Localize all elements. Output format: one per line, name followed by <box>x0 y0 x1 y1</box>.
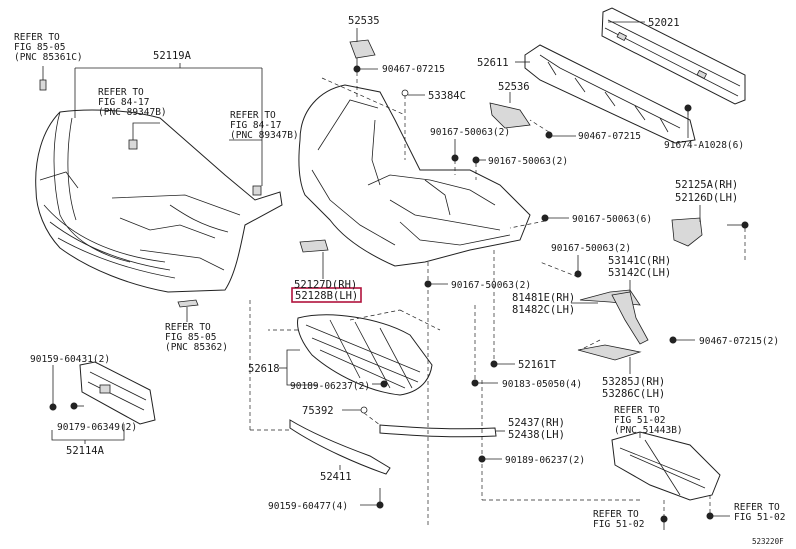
clip-90167-c-icon <box>541 214 549 222</box>
reference-lines <box>249 72 746 528</box>
leader-lines <box>42 21 742 530</box>
label-refer-84-17-a-l1: REFER TO <box>98 87 144 98</box>
clip-85362-icon <box>177 299 199 308</box>
label-refer-85-05-a-l2: FIG 85-05 <box>14 42 65 53</box>
label-90167-50063-2a: 90167-50063(2) <box>430 127 510 138</box>
label-52114a: 52114A <box>66 445 105 457</box>
label-90467-07215-2: 90467-07215(2) <box>699 336 779 347</box>
label-53384c: 53384C <box>428 90 466 102</box>
label-90159-60477: 90159-60477(4) <box>268 501 348 512</box>
clip-89347b-left-icon <box>128 139 138 150</box>
clip-85361c-icon <box>39 79 47 91</box>
clip-89347b-right-icon <box>252 185 262 196</box>
label-52161t: 52161T <box>518 359 557 371</box>
clip-90179-icon <box>70 402 78 410</box>
diagram-id: 523220F <box>752 537 784 546</box>
label-52536: 52536 <box>498 81 530 93</box>
label-52618: 52618 <box>248 363 280 375</box>
label-53285j: 53285J(RH) <box>602 376 665 388</box>
label-refer-84-17-a-l3: (PNC 89347B) <box>98 107 167 118</box>
molding-52411-drawing <box>289 419 391 475</box>
label-52021: 52021 <box>648 17 680 29</box>
front-bumper-cover-drawing <box>35 109 283 293</box>
label-90189-06237-2a: 90189-06237(2) <box>290 381 370 392</box>
screw-90159-a-icon <box>49 403 57 411</box>
label-refer-85-05-b-l1: REFER TO <box>165 322 211 333</box>
label-53141c: 53141C(RH) <box>608 255 671 267</box>
energy-absorber-drawing <box>524 44 696 144</box>
label-52437: 52437(RH) <box>508 417 565 429</box>
bracket-53285j-icon <box>577 344 642 361</box>
label-refer-84-17-b-l2: FIG 84-17 <box>230 120 281 131</box>
bumper-retainer-drawing <box>298 84 531 267</box>
label-52535: 52535 <box>348 15 380 27</box>
label-refer-84-17-a-l2: FIG 84-17 <box>98 97 149 108</box>
label-refer-51-02-a-l1: REFER TO <box>614 405 660 416</box>
label-52125a: 52125A(RH) <box>675 179 738 191</box>
bracket-52127d-icon <box>299 239 329 253</box>
label-90467-07215-a: 90467-07215 <box>382 64 445 75</box>
screw-90189-a-icon <box>380 380 388 388</box>
label-52411: 52411 <box>320 471 352 483</box>
label-refer-84-17-b-l3: (PNC 89347B) <box>230 130 299 141</box>
bumper-reinforcement-drawing <box>601 7 746 105</box>
clip-90167-b-icon <box>472 156 480 164</box>
label-refer-51-02-a-l3: (PNC 51443B) <box>614 425 683 436</box>
label-90167-50063-2b: 90167-50063(2) <box>488 156 568 167</box>
label-91674-a1028: 91674-A1028(6) <box>664 140 744 151</box>
label-90467-07215-b: 90467-07215 <box>578 131 641 142</box>
label-refer-85-05-a-l3: (PNC 85361C) <box>14 52 83 63</box>
label-90167-50063-6: 90167-50063(6) <box>572 214 652 225</box>
labels: REFER TO FIG 85-05 (PNC 85361C) 52119A R… <box>14 15 785 546</box>
label-53142c: 53142C(LH) <box>608 267 671 279</box>
label-refer-51-02-b-l1: REFER TO <box>593 509 639 520</box>
label-refer-51-02-a-l2: FIG 51-02 <box>614 415 665 426</box>
label-refer-51-02-c-l2: FIG 51-02 <box>734 512 785 523</box>
label-52611: 52611 <box>477 57 509 69</box>
label-refer-84-17-b-l1: REFER TO <box>230 110 276 121</box>
label-90183-05050: 90183-05050(4) <box>502 379 582 390</box>
label-52128b: 52128B(LH) <box>295 290 358 302</box>
label-90167-50063-2d: 90167-50063(2) <box>451 280 531 291</box>
bolt-90467-b-icon <box>545 131 553 139</box>
bracket-52535-icon <box>349 39 376 59</box>
label-52119a: 52119A <box>153 50 192 62</box>
license-bracket-drawing <box>79 361 156 425</box>
bracket-53141c-icon <box>611 291 649 345</box>
bolt-51-02-b-icon <box>706 512 714 520</box>
label-52126d: 52126D(LH) <box>675 192 738 204</box>
label-90167-50063-2c: 90167-50063(2) <box>551 243 631 254</box>
bracket-52125a-icon <box>671 217 703 247</box>
label-90189-06237-2b: 90189-06237(2) <box>505 455 585 466</box>
label-81482c: 81482C(LH) <box>512 304 575 316</box>
label-52127d: 52127D(RH) <box>294 279 357 291</box>
label-refer-85-05-a-l1: REFER TO <box>14 32 60 43</box>
label-53286c: 53286C(LH) <box>602 388 665 400</box>
bolt-91674-icon <box>684 104 692 112</box>
clip-75392-icon <box>360 406 368 414</box>
label-90179-06349: 90179-06349(2) <box>57 422 137 433</box>
bracket-52536-icon <box>489 102 531 129</box>
label-81481e: 81481E(RH) <box>512 292 575 304</box>
clip-90167-d-icon <box>741 221 749 229</box>
label-90159-60431: 90159-60431(2) <box>30 354 110 365</box>
label-refer-51-02-b-l2: FIG 51-02 <box>593 519 644 530</box>
lower-grille-drawing <box>297 314 433 396</box>
label-refer-85-05-b-l3: (PNC 85362) <box>165 342 228 353</box>
bolt-51-02-a-icon <box>660 515 668 523</box>
highlight-52128b-box <box>291 287 362 303</box>
label-refer-85-05-b-l2: FIG 85-05 <box>165 332 216 343</box>
bolt-90467-c-icon <box>669 336 677 344</box>
label-75392: 75392 <box>302 405 334 417</box>
spoiler-52437-drawing <box>379 424 497 438</box>
label-refer-51-02-c-l1: REFER TO <box>734 502 780 513</box>
engine-under-cover-drawing <box>611 431 721 501</box>
label-52438: 52438(LH) <box>508 429 565 441</box>
